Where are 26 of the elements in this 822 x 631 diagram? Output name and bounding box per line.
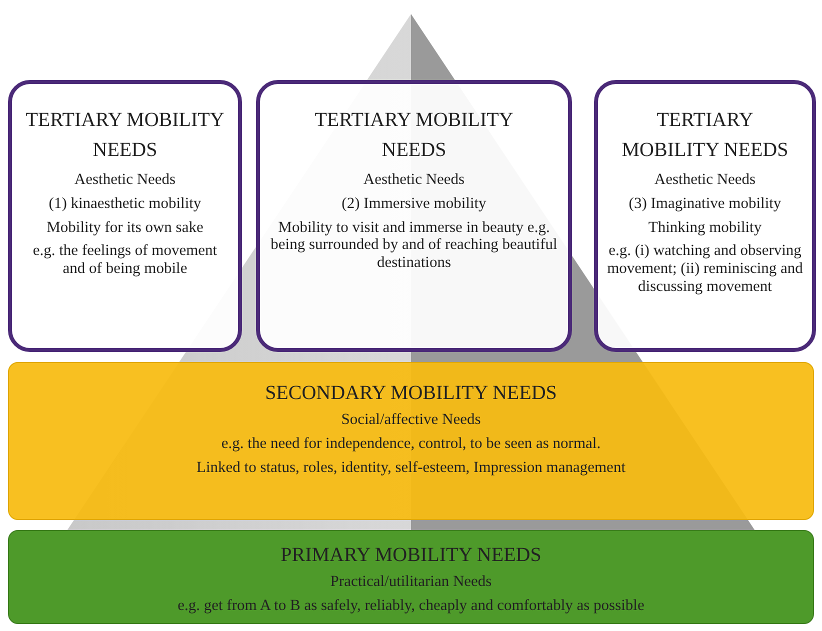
- tier-heading: SECONDARY MOBILITY NEEDS: [265, 382, 557, 405]
- tier-text: Social/affective Needs: [341, 411, 481, 429]
- tier-heading: TERTIARY MOBILITY NEEDS: [620, 108, 790, 163]
- tier-card: [8, 80, 242, 352]
- tier-text: Mobility to visit and immerse in beauty e.g. being surrounded by and of reaching beautiful destinations: [270, 218, 558, 272]
- tier-text: Aesthetic Needs: [363, 171, 465, 189]
- tier-text: e.g. the need for independence, control, to be seen as normal.: [221, 434, 601, 453]
- tier-card: [594, 80, 816, 352]
- tier-text: e.g. the feelings of movement and of being mobile: [32, 242, 218, 278]
- tier-text: (1) kinaesthetic mobility: [48, 194, 202, 213]
- tier-heading: TERTIARY MOBILITY NEEDS: [24, 108, 226, 163]
- tier-card: [256, 80, 572, 352]
- tier-text: Mobility for its own sake: [46, 218, 204, 236]
- tier-text: Aesthetic Needs: [654, 171, 756, 189]
- tier-text: e.g. (i) watching and observing movement; (ii) reminiscing and discussing movement: [606, 242, 804, 296]
- tier-heading: TERTIARY MOBILITY NEEDS: [314, 108, 514, 163]
- tier-text: (2) Immersive mobility: [342, 194, 486, 213]
- tier-text: Aesthetic Needs: [74, 171, 176, 189]
- tier-band: [8, 362, 814, 520]
- tier-text: e.g. get from A to B as safely, reliably, cheaply and comfortably as possible: [178, 596, 644, 615]
- tier-text: (3) Imaginative mobility: [628, 194, 782, 213]
- tier-text: Practical/utilitarian Needs: [330, 573, 492, 591]
- tier-heading: PRIMARY MOBILITY NEEDS: [280, 544, 542, 567]
- tier-text: Linked to status, roles, identity, self-esteem, Impression management: [196, 458, 626, 476]
- tier-text: Thinking mobility: [648, 218, 762, 236]
- tier-band: [8, 530, 814, 624]
